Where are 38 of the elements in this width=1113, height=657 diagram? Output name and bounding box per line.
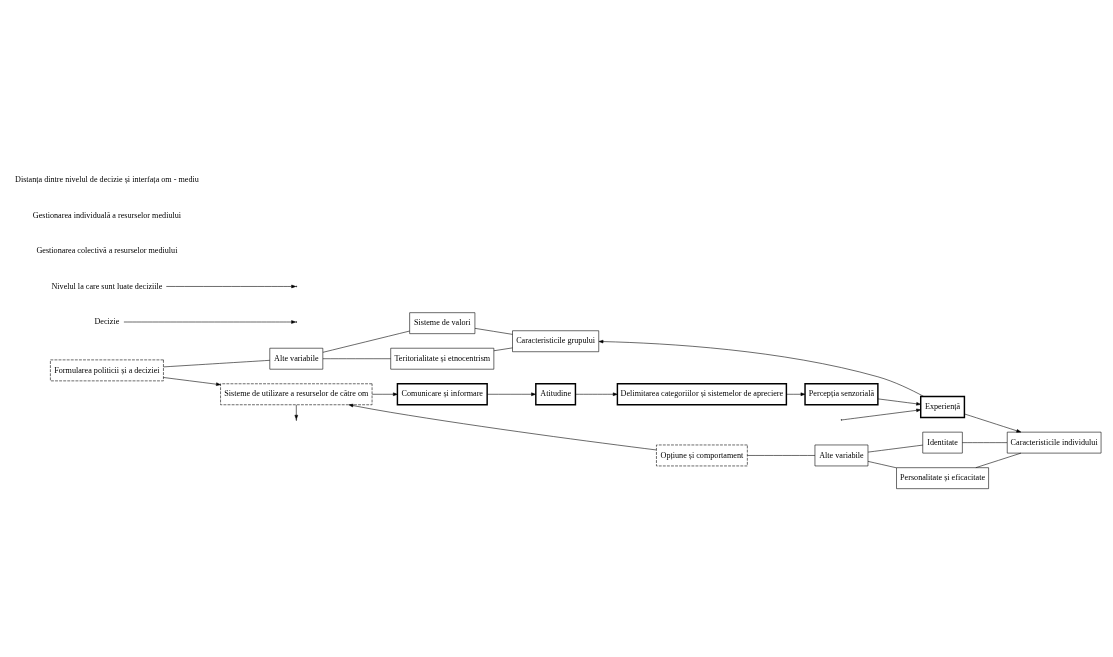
arrow xyxy=(294,404,299,420)
arrow xyxy=(163,376,221,386)
node-box: Alte variabile xyxy=(269,347,324,369)
arrow xyxy=(598,339,925,397)
node-box: Teritorialitate și etnocentrism xyxy=(390,347,495,369)
node-box: Personalitate și eficacitate xyxy=(896,466,989,489)
arrow xyxy=(166,284,296,288)
arrow xyxy=(575,392,618,396)
connector xyxy=(747,454,816,456)
node-box: Atitudine xyxy=(535,382,577,405)
label: Gestionarea individuală a resurselor mediului xyxy=(32,210,182,220)
arrow xyxy=(786,392,806,396)
node-box: Identitate xyxy=(922,431,963,453)
node-text: Decizie xyxy=(94,316,120,326)
label: Distanța dintre nivelul de decizie și interfața om - mediu xyxy=(15,174,199,184)
arrow xyxy=(123,319,296,324)
arrow xyxy=(964,413,1022,432)
arrow xyxy=(841,408,921,420)
node-box: Percepția senzorială xyxy=(804,382,879,405)
arrow xyxy=(486,392,536,396)
node-box: Experiență xyxy=(920,395,966,418)
node-box: Comunicare și informare xyxy=(396,382,488,405)
connector xyxy=(474,327,513,335)
label: Gestionarea colectivă a resurselor mediului xyxy=(36,245,178,255)
arrow xyxy=(348,403,657,450)
node-box: Formularea politicii și a deciziei xyxy=(50,359,164,381)
connector xyxy=(962,441,1008,443)
arrow xyxy=(877,398,921,406)
connector xyxy=(867,460,897,468)
node-box: Caracteristicile individului xyxy=(1006,431,1102,453)
node-box: Caracteristicile grupului xyxy=(512,329,600,352)
node-box: Alte variabile xyxy=(814,444,869,466)
connector xyxy=(975,452,1022,468)
node-box: Sisteme de valori xyxy=(409,311,476,334)
node-box: Opțiune și comportament xyxy=(656,444,748,466)
node-box: Delimitarea categoriilor și sistemelor de apreciere xyxy=(616,382,788,405)
node-text: Nivelul la care sunt luate deciziile xyxy=(51,281,163,291)
arrow xyxy=(371,392,398,396)
